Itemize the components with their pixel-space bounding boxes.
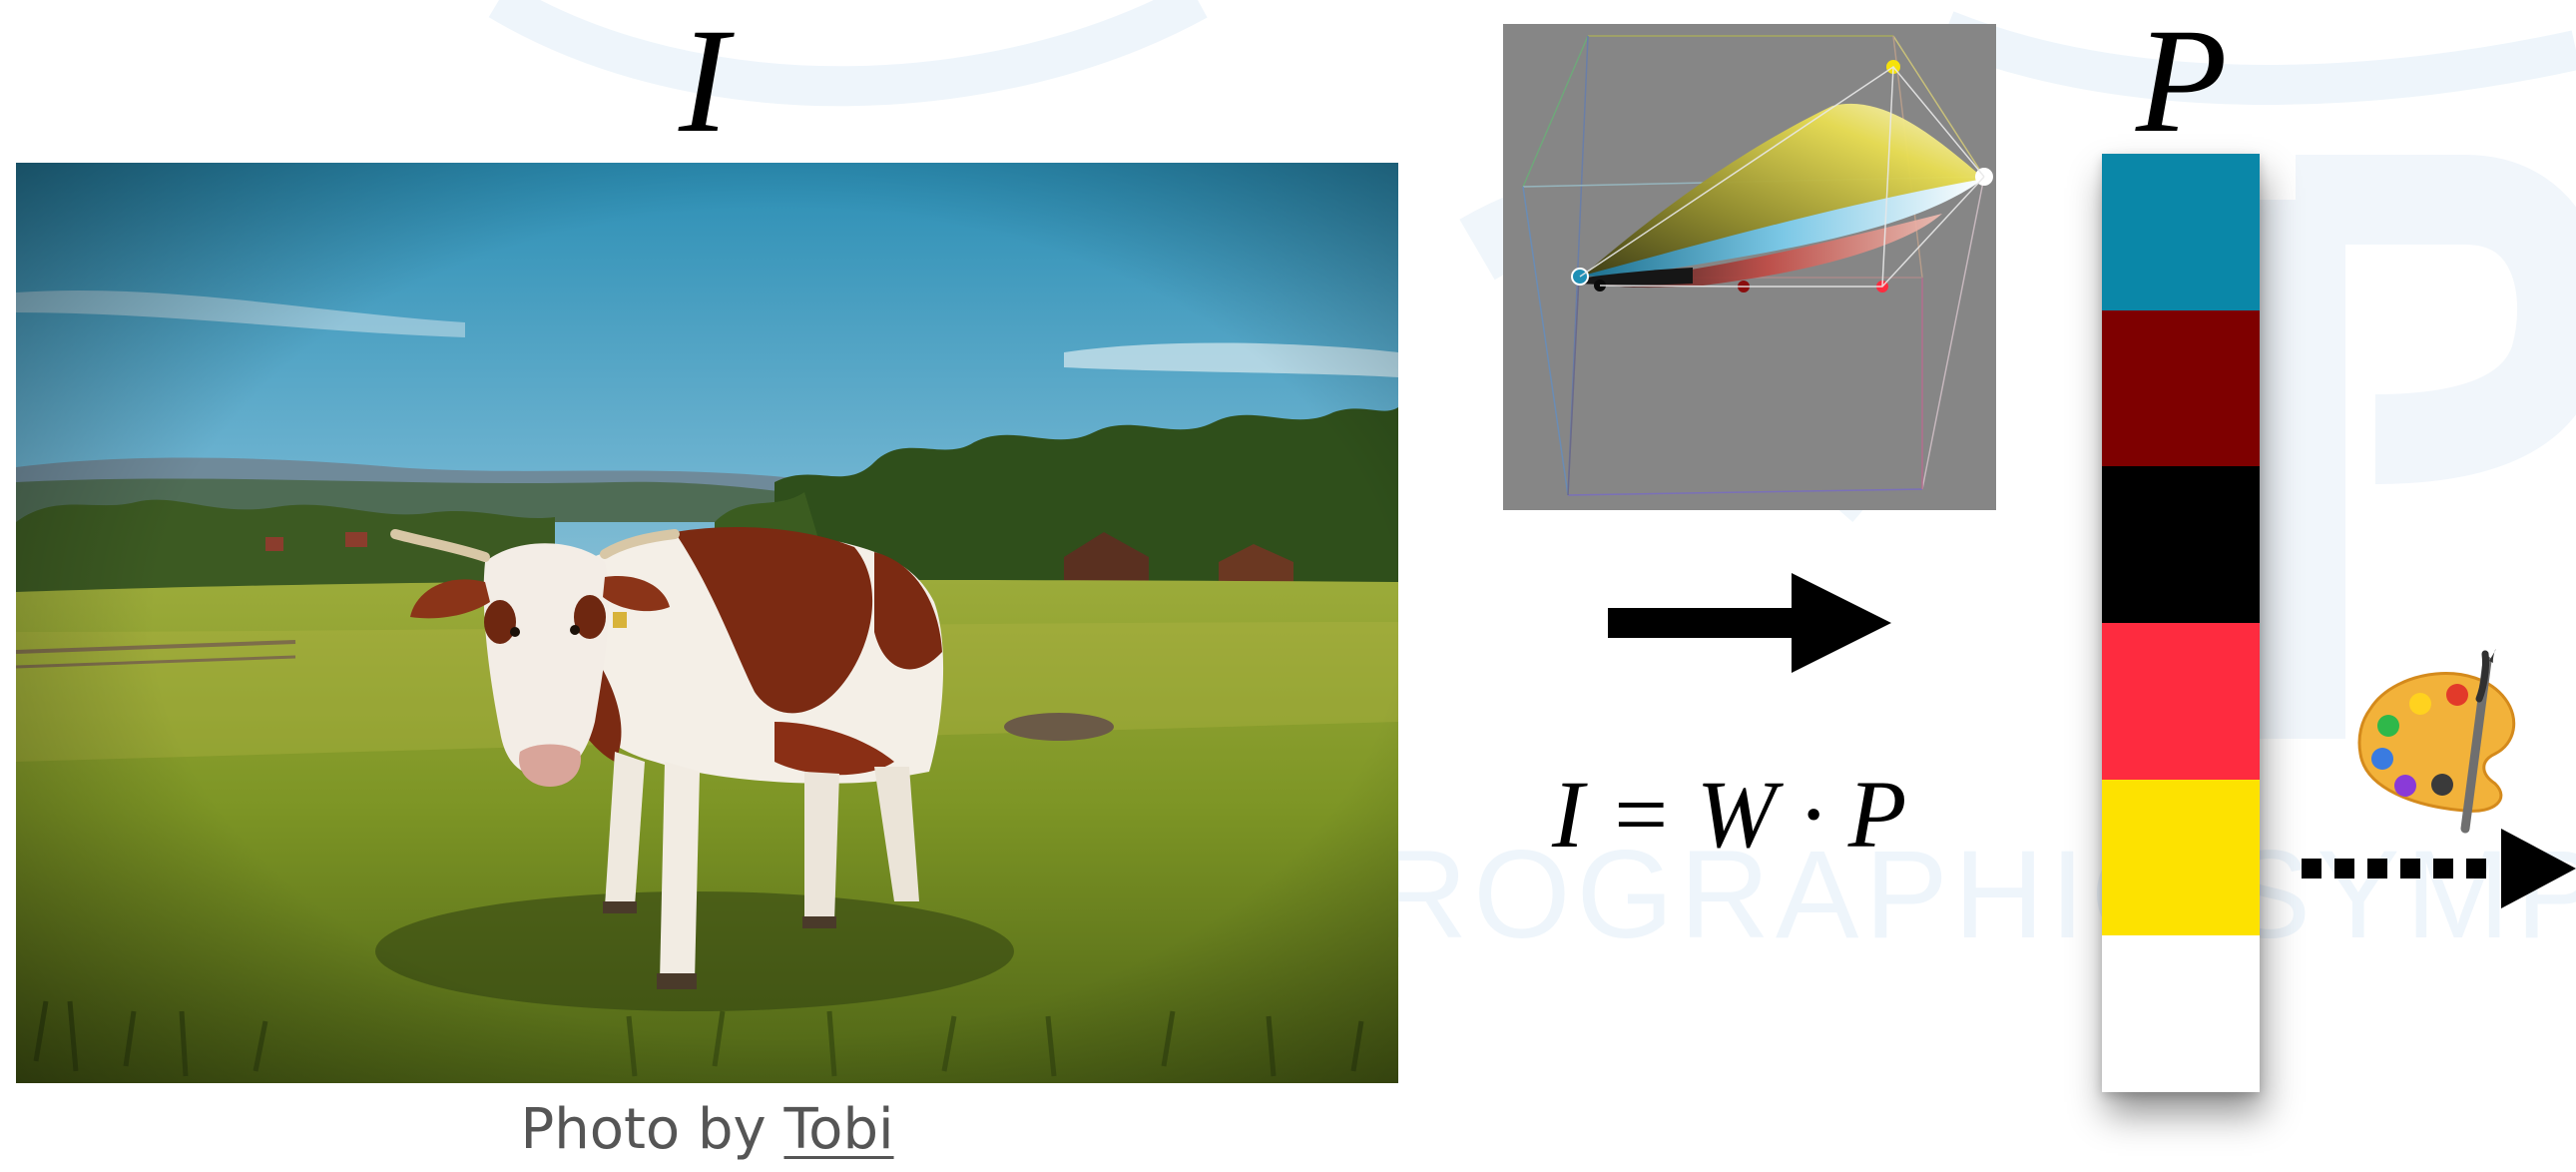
rgb-color-space-plot (1503, 24, 1996, 510)
palette-symbol: P (2136, 0, 2228, 164)
watermark-text: ROGRAPHIC SYMP (1377, 826, 2576, 953)
decomposition-equation: I = W · P (1552, 761, 1907, 868)
color-palette-bar (2102, 154, 2260, 1092)
photo-author-link[interactable]: Tobi (783, 1097, 894, 1162)
caption-prefix: Photo by (520, 1097, 784, 1162)
image-symbol: I (679, 0, 729, 164)
palette-swatch (2102, 466, 2260, 623)
photo-caption: Photo by Tobi (0, 1096, 1414, 1163)
palette-swatch (2102, 309, 2260, 467)
palette-swatch (2102, 779, 2260, 936)
input-photo (16, 163, 1398, 1083)
palette-swatch (2102, 622, 2260, 780)
palette-swatch (2102, 154, 2260, 310)
palette-swatch (2102, 935, 2260, 1092)
